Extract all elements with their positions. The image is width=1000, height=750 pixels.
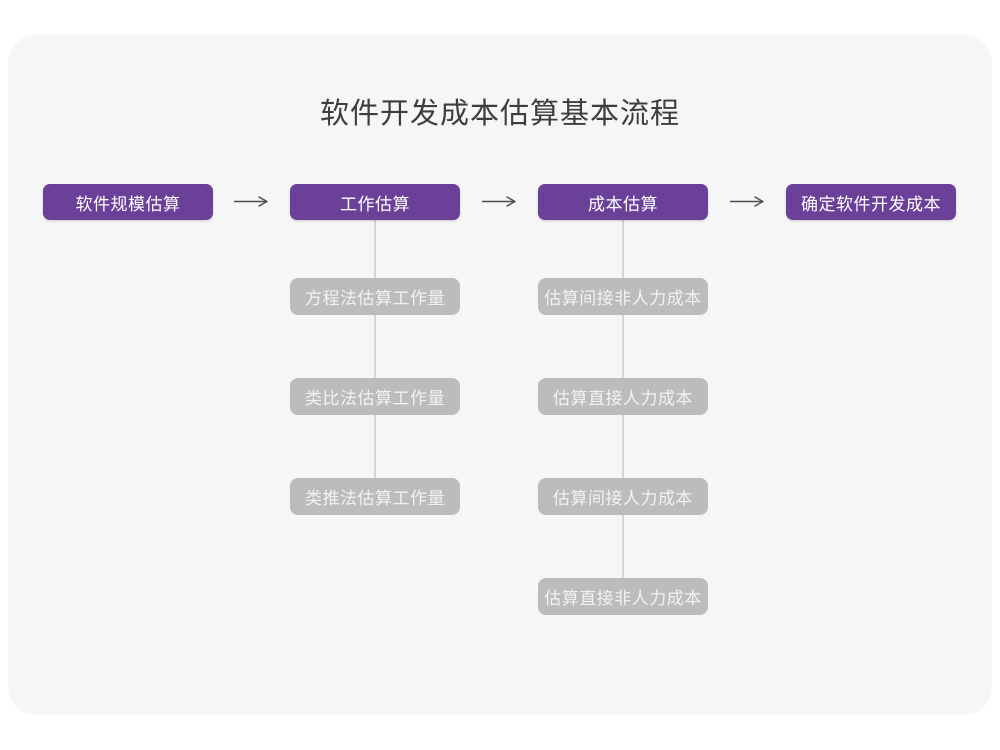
node-analogy-method: 类比法估算工作量 xyxy=(290,378,460,415)
node-label: 类推法估算工作量 xyxy=(305,489,445,508)
arrow-right-icon xyxy=(234,196,268,207)
arrow-right-icon xyxy=(482,196,516,207)
node-label: 估算间接非人力成本 xyxy=(544,289,702,308)
node-label: 确定软件开发成本 xyxy=(801,194,941,214)
node-equation-method: 方程法估算工作量 xyxy=(290,278,460,315)
node-indirect-nonlabor-cost: 估算间接非人力成本 xyxy=(538,278,708,315)
node-label: 软件规模估算 xyxy=(75,194,181,214)
flowchart-panel: 软件开发成本估算基本流程 软件规模估算 工作估算 成本估算 确定软件开发成本 xyxy=(8,35,992,715)
node-cost-estimation: 成本估算 xyxy=(538,184,708,220)
node-work-estimation: 工作估算 xyxy=(290,184,460,220)
node-label: 类比法估算工作量 xyxy=(305,389,445,408)
node-software-scale-estimation: 软件规模估算 xyxy=(43,184,213,220)
node-label: 估算直接非人力成本 xyxy=(544,589,702,608)
arrow-right-icon xyxy=(730,196,764,207)
node-direct-nonlabor-cost: 估算直接非人力成本 xyxy=(538,578,708,615)
connector-line-work-estimation xyxy=(374,220,376,498)
node-direct-labor-cost: 估算直接人力成本 xyxy=(538,378,708,415)
node-label: 方程法估算工作量 xyxy=(305,289,445,308)
node-label: 成本估算 xyxy=(588,194,658,214)
node-indirect-labor-cost: 估算间接人力成本 xyxy=(538,478,708,515)
node-determine-software-dev-cost: 确定软件开发成本 xyxy=(786,184,956,220)
diagram-title: 软件开发成本估算基本流程 xyxy=(319,98,680,130)
node-label: 估算直接人力成本 xyxy=(553,389,693,408)
node-extrapolation-method: 类推法估算工作量 xyxy=(290,478,460,515)
node-label: 工作估算 xyxy=(340,194,410,214)
node-label: 估算间接人力成本 xyxy=(553,489,693,508)
